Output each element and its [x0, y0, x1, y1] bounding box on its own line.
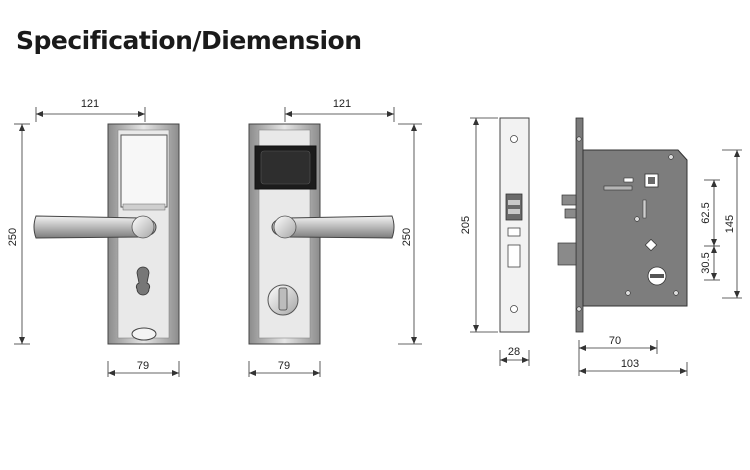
mortise-screw-top [576, 136, 582, 142]
front-dimensions: 121 250 79 [7, 98, 180, 377]
display-screen [260, 150, 311, 185]
faceplate-dimensions: 205 28 [460, 117, 530, 366]
mortise-screw-bottom [576, 306, 582, 312]
front-view [33, 123, 180, 345]
front-height-label: 250 [7, 228, 19, 246]
mortise-depth-label: 103 [621, 358, 639, 370]
back-width-label: 121 [333, 98, 351, 110]
mortise-rivet-2 [634, 216, 640, 222]
faceplate-view [499, 117, 530, 333]
card-slot [122, 203, 166, 211]
latch-bolt-detail [508, 200, 520, 205]
mortise-upper-label: 62.5 [700, 202, 712, 223]
mortise-faceplate-edge [575, 117, 584, 333]
mortise-rivet-4 [673, 290, 679, 296]
mortise-rivet-1 [668, 154, 674, 160]
front-handle-rose [131, 215, 155, 239]
mortise-bar [603, 185, 633, 191]
latch-bolt [505, 193, 523, 221]
page-title: Specification/Diemension [16, 26, 362, 55]
mortise-slot [623, 177, 634, 183]
thumb-turn-icon [278, 287, 288, 311]
back-height-label: 250 [401, 228, 413, 246]
guard-bolt [507, 227, 521, 237]
faceplate-height-label: 205 [460, 216, 472, 234]
mortise-lower-label: 30.5 [700, 252, 712, 273]
mortise-latch-protrusion-2 [564, 208, 577, 219]
mortise-case [582, 149, 688, 307]
mortise-height-label: 145 [724, 215, 736, 233]
faceplate-screw-bottom [510, 305, 518, 313]
mortise-view [557, 117, 688, 333]
front-base-label: 79 [137, 360, 149, 372]
faceplate-screw-top [510, 135, 518, 143]
backset-label: 70 [609, 335, 621, 347]
back-view [248, 123, 395, 345]
back-dimensions: 121 250 79 [248, 98, 422, 377]
mortise-pin [642, 199, 647, 219]
mortise-cylinder-cam [650, 274, 664, 278]
mortise-spindle-hole-inner [648, 177, 655, 184]
card-reader-window [120, 134, 168, 208]
mortise-rivet-3 [625, 290, 631, 296]
indicator-lens [131, 327, 157, 341]
keyhole-icon [135, 266, 151, 296]
front-width-label: 121 [81, 98, 99, 110]
back-base-label: 79 [278, 360, 290, 372]
mortise-deadbolt-protrusion [557, 242, 577, 266]
back-handle-rose [273, 215, 297, 239]
faceplate [499, 117, 530, 333]
mortise-dimensions: 62.5 30.5 145 70 103 [578, 149, 742, 376]
latch-bolt-detail-2 [508, 209, 520, 214]
faceplate-width-label: 28 [508, 346, 520, 358]
mortise-latch-protrusion [561, 194, 577, 206]
deadbolt [507, 244, 521, 268]
mortise-diamond-hole [644, 238, 658, 252]
